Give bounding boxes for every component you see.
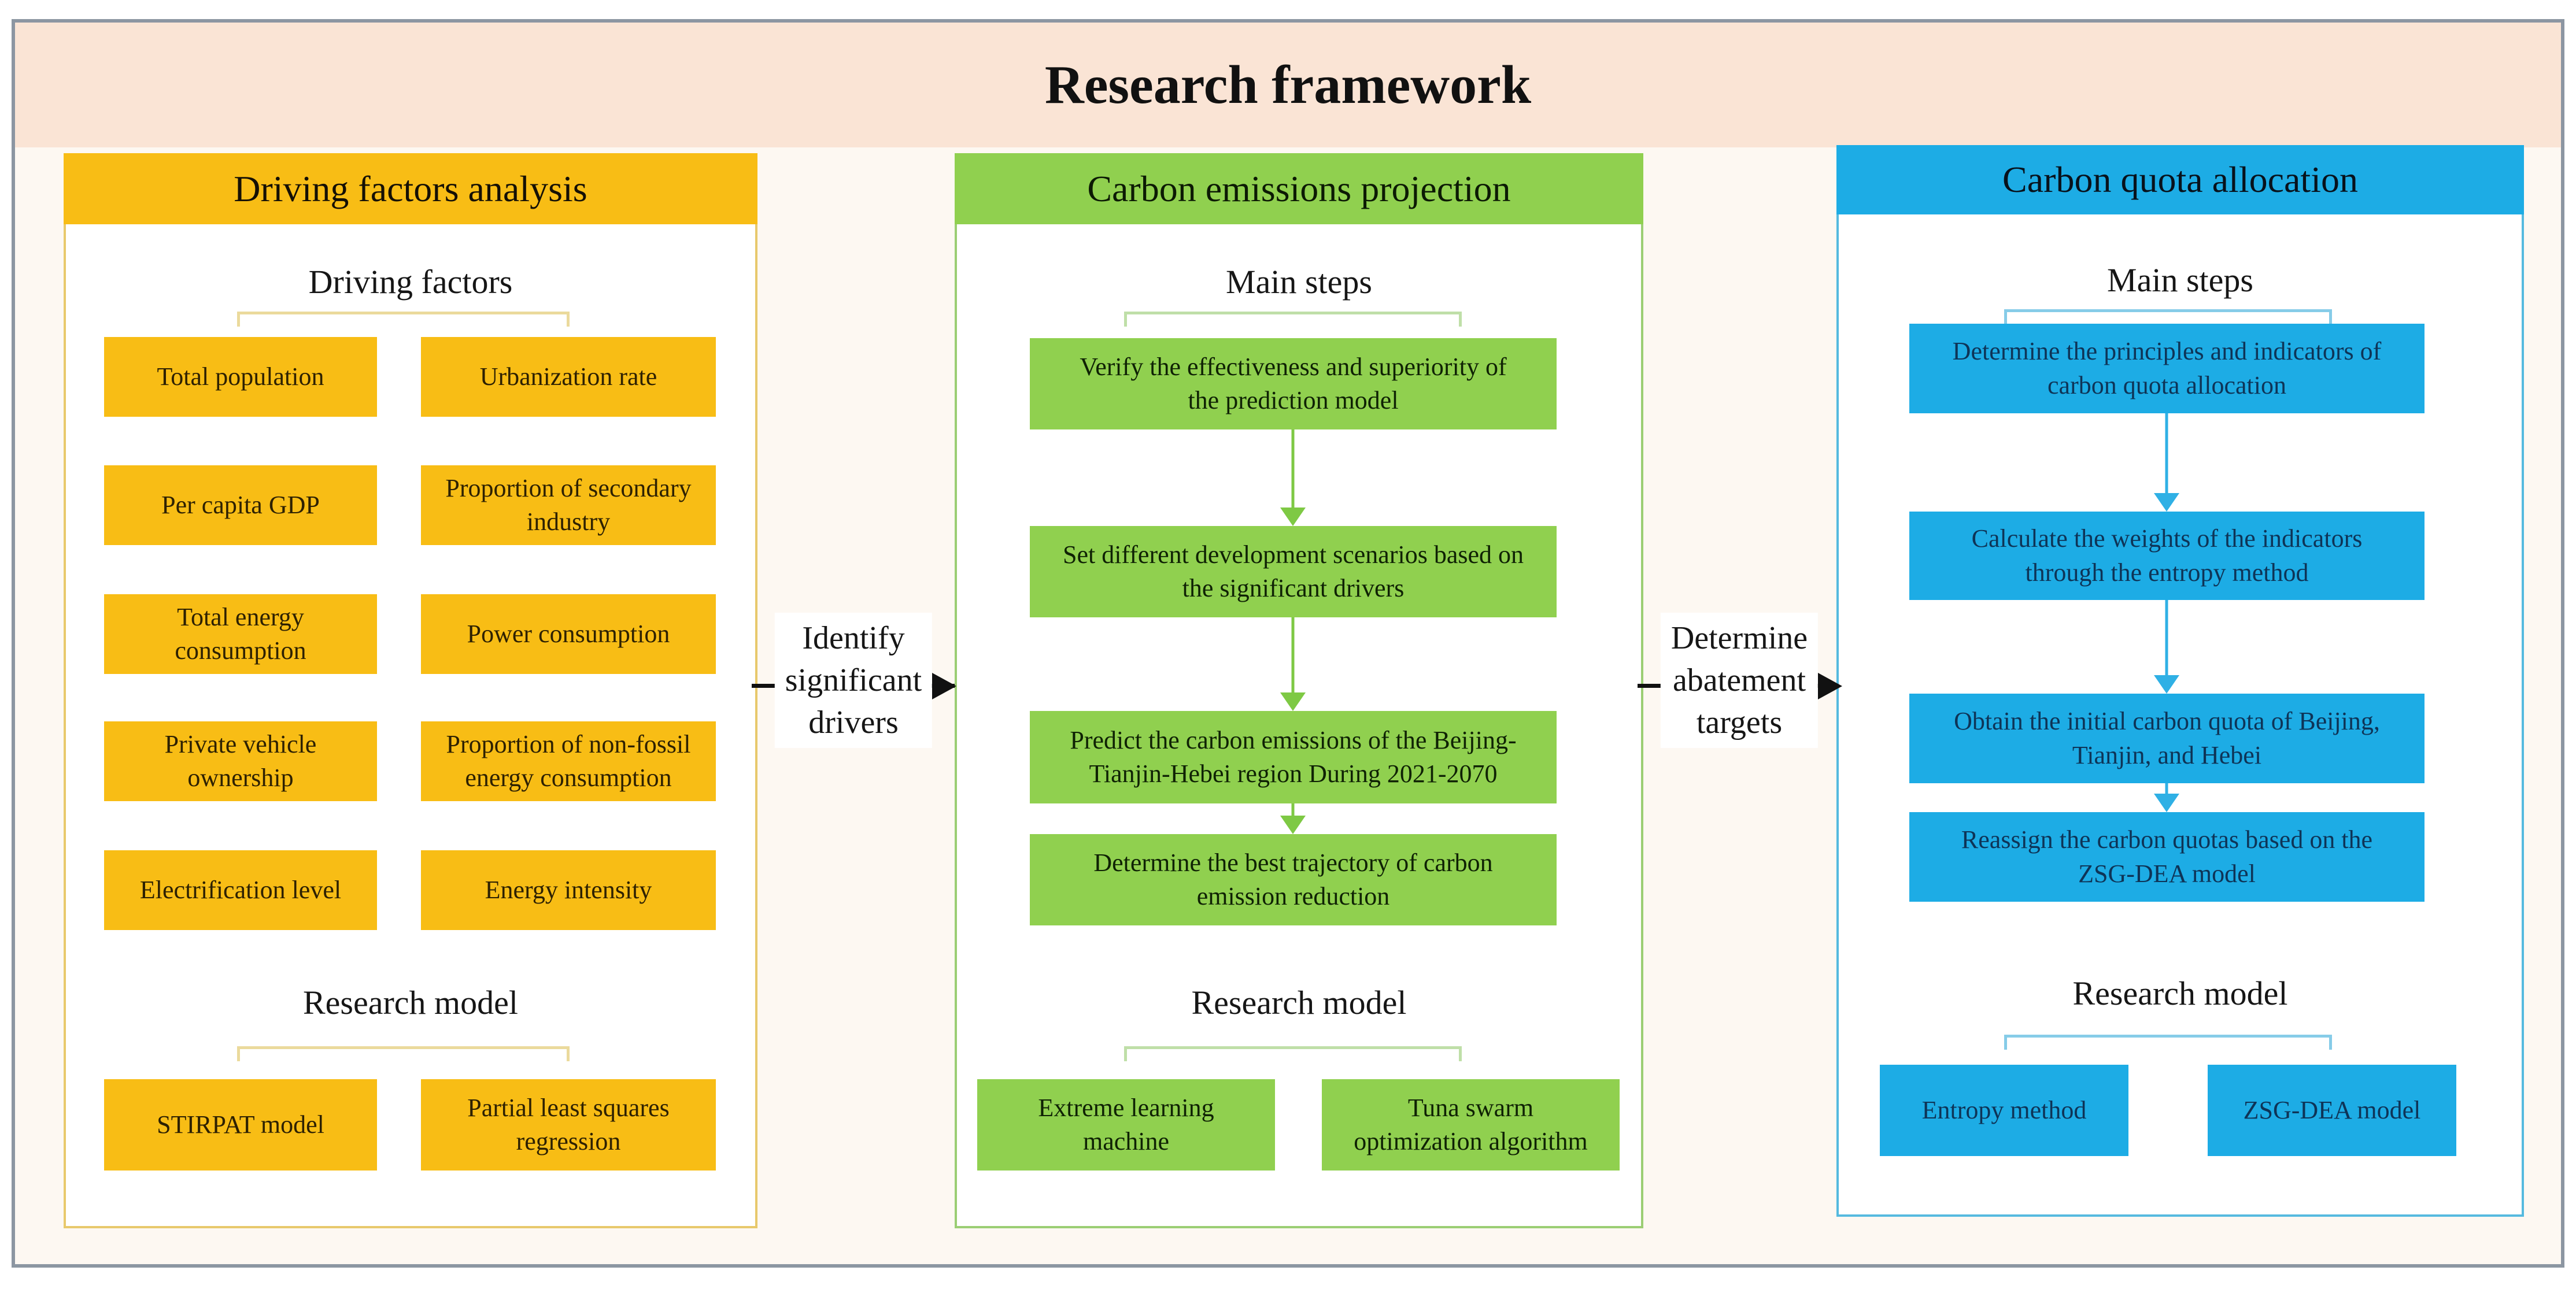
connector-label: Determine abatement targets <box>1660 613 1819 749</box>
group-bracket <box>237 1046 570 1061</box>
step-box: Determine the best trajectory of carbon … <box>1030 834 1557 925</box>
step-box: Determine the principles and indicators … <box>1909 324 2425 413</box>
factor-box: Total energy consumption <box>104 594 377 674</box>
group-bracket <box>237 312 570 327</box>
banner: Research framework <box>15 23 2561 147</box>
arrowhead-right-icon <box>1818 673 1842 699</box>
arrowhead-right-icon <box>932 673 956 699</box>
group-label-driving-factors: Driving factors <box>308 263 513 301</box>
step-box: Reassign the carbon quotas based on the … <box>1909 812 2425 902</box>
panel-header-quota-allocation: Carbon quota allocation <box>1836 145 2524 214</box>
factor-box: Urbanization rate <box>421 337 716 417</box>
model-box: STIRPAT model <box>104 1079 377 1171</box>
driving-factors-panel: Driving factors analysis Driving factors… <box>64 153 757 1228</box>
carbon-quota-allocation-panel: Carbon quota allocation Main steps Deter… <box>1836 145 2524 1217</box>
page-title: Research framework <box>1044 55 1532 115</box>
panel-header-driving-factors: Driving factors analysis <box>64 153 757 224</box>
step-box: Obtain the initial carbon quota of Beiji… <box>1909 694 2425 783</box>
carbon-emissions-projection-panel: Carbon emissions projection Main steps V… <box>955 153 1643 1228</box>
factor-box: Energy intensity <box>421 850 716 930</box>
model-box: Tuna swarm optimization algorithm <box>1322 1079 1620 1171</box>
step-box: Verify the effectiveness and superiority… <box>1030 338 1557 429</box>
connector-identify-significant-drivers: Identify significant drivers <box>752 613 956 763</box>
step-box: Set different development scenarios base… <box>1030 526 1557 617</box>
factor-box: Electrification level <box>104 850 377 930</box>
group-bracket <box>1124 1046 1462 1061</box>
group-label-main-steps: Main steps <box>2107 261 2253 299</box>
factor-box: Total population <box>104 337 377 417</box>
model-box: Entropy method <box>1880 1065 2128 1156</box>
model-box: ZSG-DEA model <box>2208 1065 2456 1156</box>
factor-box: Power consumption <box>421 594 716 674</box>
group-label-main-steps: Main steps <box>1226 263 1372 301</box>
group-label-research-model: Research model <box>1191 984 1407 1021</box>
group-bracket <box>1124 312 1462 327</box>
factor-box: Per capita GDP <box>104 465 377 545</box>
connector-label: Identify significant drivers <box>774 613 933 749</box>
group-label-research-model: Research model <box>2072 975 2288 1012</box>
group-bracket <box>2004 309 2332 324</box>
factor-box: Proportion of secondary industry <box>421 465 716 545</box>
down-arrow-icon <box>1280 803 1306 834</box>
factor-box: Proportion of non-fossil energy consumpt… <box>421 721 716 801</box>
panel-header-emissions-projection: Carbon emissions projection <box>955 153 1643 224</box>
down-arrow-icon <box>1280 429 1306 526</box>
model-box: Partial least squares regression <box>421 1079 716 1171</box>
group-bracket <box>2004 1035 2332 1050</box>
connector-determine-abatement-targets: Determine abatement targets <box>1638 613 1842 763</box>
down-arrow-icon <box>2154 413 2179 512</box>
step-box: Predict the carbon emissions of the Beij… <box>1030 711 1557 803</box>
down-arrow-icon <box>2154 783 2179 812</box>
model-box: Extreme learning machine <box>977 1079 1275 1171</box>
factor-box: Private vehicle ownership <box>104 721 377 801</box>
group-label-research-model: Research model <box>302 984 518 1021</box>
down-arrow-icon <box>1280 617 1306 711</box>
step-box: Calculate the weights of the indicators … <box>1909 512 2425 600</box>
down-arrow-icon <box>2154 600 2179 694</box>
